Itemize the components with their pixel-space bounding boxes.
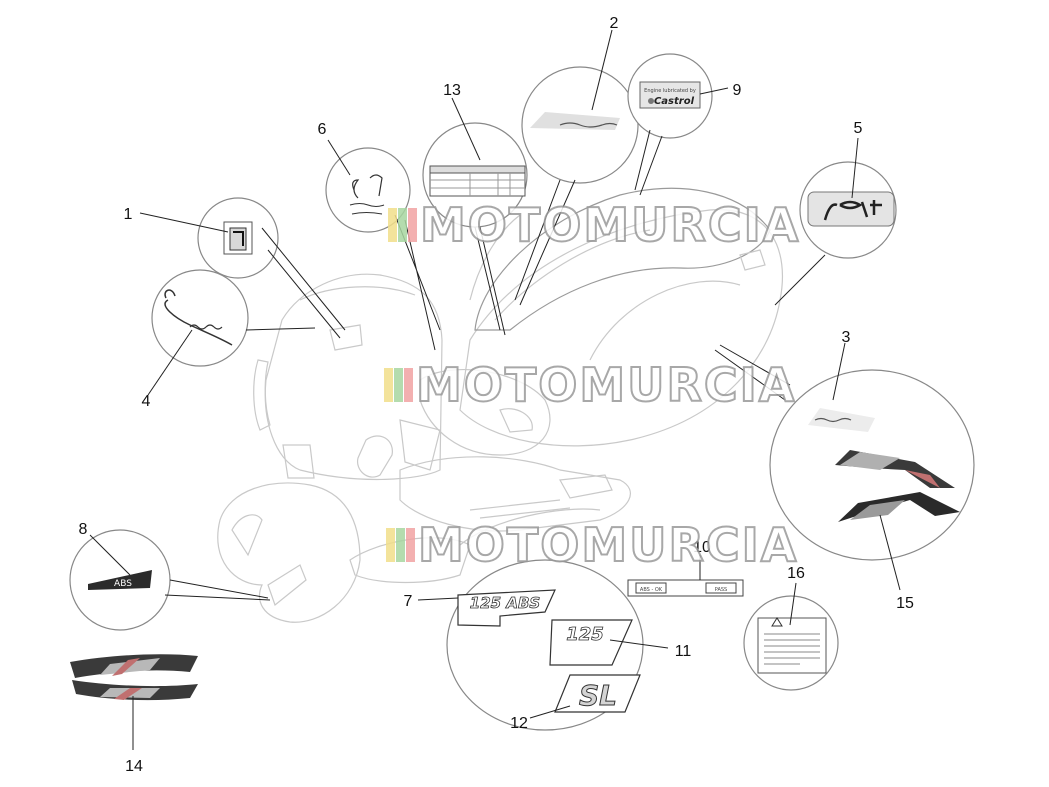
watermark-bottom: MOTOMURCIA bbox=[386, 517, 798, 573]
bubble-8: ABS bbox=[69, 529, 171, 631]
callout-16: 16 bbox=[787, 565, 805, 582]
castrol-brand-text: Castrol bbox=[654, 96, 695, 107]
watermark-text-bottom: MOTOMURCIA bbox=[418, 518, 798, 572]
watermark-text-middle: MOTOMURCIA bbox=[416, 358, 796, 412]
callout-1: 1 bbox=[124, 206, 133, 223]
callout-2: 2 bbox=[610, 15, 619, 32]
watermark-text-top: MOTOMURCIA bbox=[420, 198, 800, 252]
bubble-15-group bbox=[769, 369, 975, 561]
bubble-4 bbox=[151, 269, 249, 367]
callout-8: 8 bbox=[79, 521, 88, 538]
callout-4: 4 bbox=[142, 393, 151, 410]
bubble-13 bbox=[422, 122, 528, 228]
badge-125-text: 125 bbox=[566, 624, 604, 645]
badge-sl-text: SL bbox=[579, 679, 617, 712]
callout-12: 12 bbox=[510, 715, 528, 732]
badge-125-abs-text: 125 ABS bbox=[470, 594, 540, 612]
abs-label-left-text: ABS - OK bbox=[640, 587, 663, 593]
callout-numbers: 1 2 3 4 5 6 7 8 9 10 11 12 13 14 15 16 bbox=[79, 15, 914, 775]
callout-15: 15 bbox=[896, 595, 914, 612]
abs-label-right-text: PASS bbox=[715, 587, 727, 593]
bubble-2 bbox=[521, 66, 639, 184]
callout-10: 10 bbox=[693, 539, 711, 556]
callout-13: 13 bbox=[443, 82, 461, 99]
watermark-top: MOTOMURCIA bbox=[388, 197, 800, 253]
abs-check-label: ABS - OK PASS bbox=[627, 579, 744, 597]
watermark-middle: MOTOMURCIA bbox=[384, 357, 796, 413]
bubble-badges: 125 ABS 125 SL bbox=[446, 559, 644, 731]
callout-9: 9 bbox=[733, 82, 742, 99]
bubble-5 bbox=[799, 161, 897, 259]
callout-3: 3 bbox=[842, 329, 851, 346]
stripe-set-14 bbox=[70, 654, 198, 701]
callout-6: 6 bbox=[318, 121, 327, 138]
callout-5: 5 bbox=[854, 120, 863, 137]
bubble-6 bbox=[325, 147, 411, 233]
abs-badge-text: ABS bbox=[114, 579, 132, 589]
bubble-1 bbox=[197, 197, 279, 279]
callout-7: 7 bbox=[404, 593, 413, 610]
bubble-16 bbox=[743, 595, 839, 691]
bubble-9: Engine lubricated by Castrol bbox=[627, 53, 713, 139]
callout-11: 11 bbox=[675, 643, 692, 660]
castrol-header-text: Engine lubricated by bbox=[644, 88, 696, 94]
callout-14: 14 bbox=[125, 758, 143, 775]
